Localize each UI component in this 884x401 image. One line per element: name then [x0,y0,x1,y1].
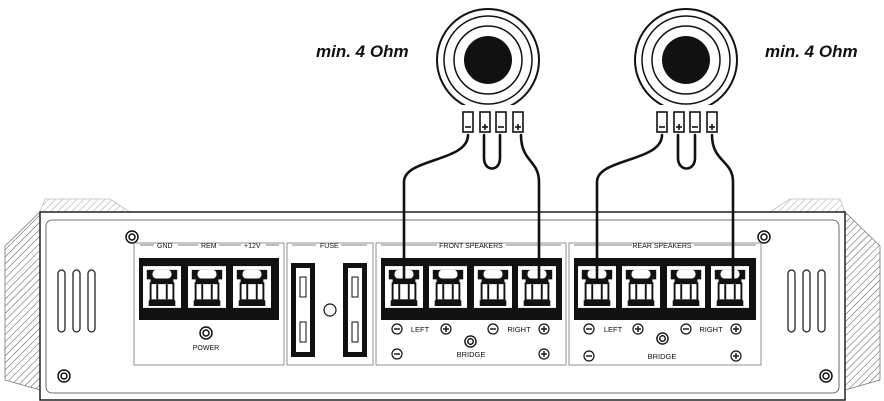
speaker-front [436,8,540,133]
amplifier-panel [45,219,840,394]
rear-wire-minus [595,133,664,282]
speaker-wires [402,133,735,282]
rear-left-plus-terminal[interactable] [622,265,660,309]
front-wire-minus [402,133,470,282]
front-right-label: RIGHT [507,325,531,334]
rear-speakers-title: REAR SPEAKERS [632,243,691,250]
corner-screw-icon [819,369,833,383]
vent-slots-left [57,269,96,333]
power-led-icon [199,326,213,340]
gnd-terminal[interactable] [143,265,181,309]
speaker-label-front: min. 4 Ohm [316,42,409,61]
corner-screw-icon [125,230,139,244]
plus12v-terminal[interactable] [233,265,271,309]
rem-terminal[interactable] [188,265,226,309]
front-bridge-label: BRIDGE [457,350,486,359]
front-right-plus-terminal[interactable] [518,265,556,309]
fuse-label: FUSE [320,243,339,250]
front-left-plus-terminal[interactable] [429,265,467,309]
rear-wire-bridge-loop [676,133,697,170]
heatsink-top [39,198,846,213]
power-terminal-block: GND REM +12V POWER [133,242,285,366]
corner-screw-icon [57,369,71,383]
front-right-minus-terminal[interactable] [474,265,512,309]
front-wire-plus [519,133,541,282]
rear-speakers-block: REAR SPEAKERS LEFT RIGHT BRIDGE [568,242,762,366]
front-left-label: LEFT [411,325,430,334]
rear-right-plus-terminal[interactable] [711,265,749,309]
front-speakers-block: FRONT SPEAKERS LEFT RIGHT BRIDGE [375,242,567,366]
power-led-label: POWER [193,345,219,352]
rear-right-minus-terminal[interactable] [667,265,705,309]
fuse-right[interactable] [343,263,367,357]
vent-slots-right [787,269,826,333]
heatsink-right [844,211,881,391]
heatsink-left [4,211,41,391]
front-speakers-title: FRONT SPEAKERS [439,243,503,250]
rem-label: REM [201,243,217,250]
fuse-indicator-icon [323,303,337,317]
corner-screw-icon [757,230,771,244]
front-wire-bridge-loop [482,133,502,170]
plus12v-label: +12V [244,243,261,250]
speaker-label-rear: min. 4 Ohm [765,42,858,61]
rear-left-label: LEFT [604,325,623,334]
rear-bridge-screw-icon [656,332,669,345]
rear-wire-plus [710,133,735,282]
fuse-left[interactable] [291,263,315,357]
front-bridge-screw-icon [464,335,477,348]
rear-bridge-label: BRIDGE [648,352,677,361]
speaker-rear [634,8,738,133]
rear-right-label: RIGHT [699,325,723,334]
fuse-block: FUSE [286,242,374,366]
gnd-label: GND [157,243,173,250]
